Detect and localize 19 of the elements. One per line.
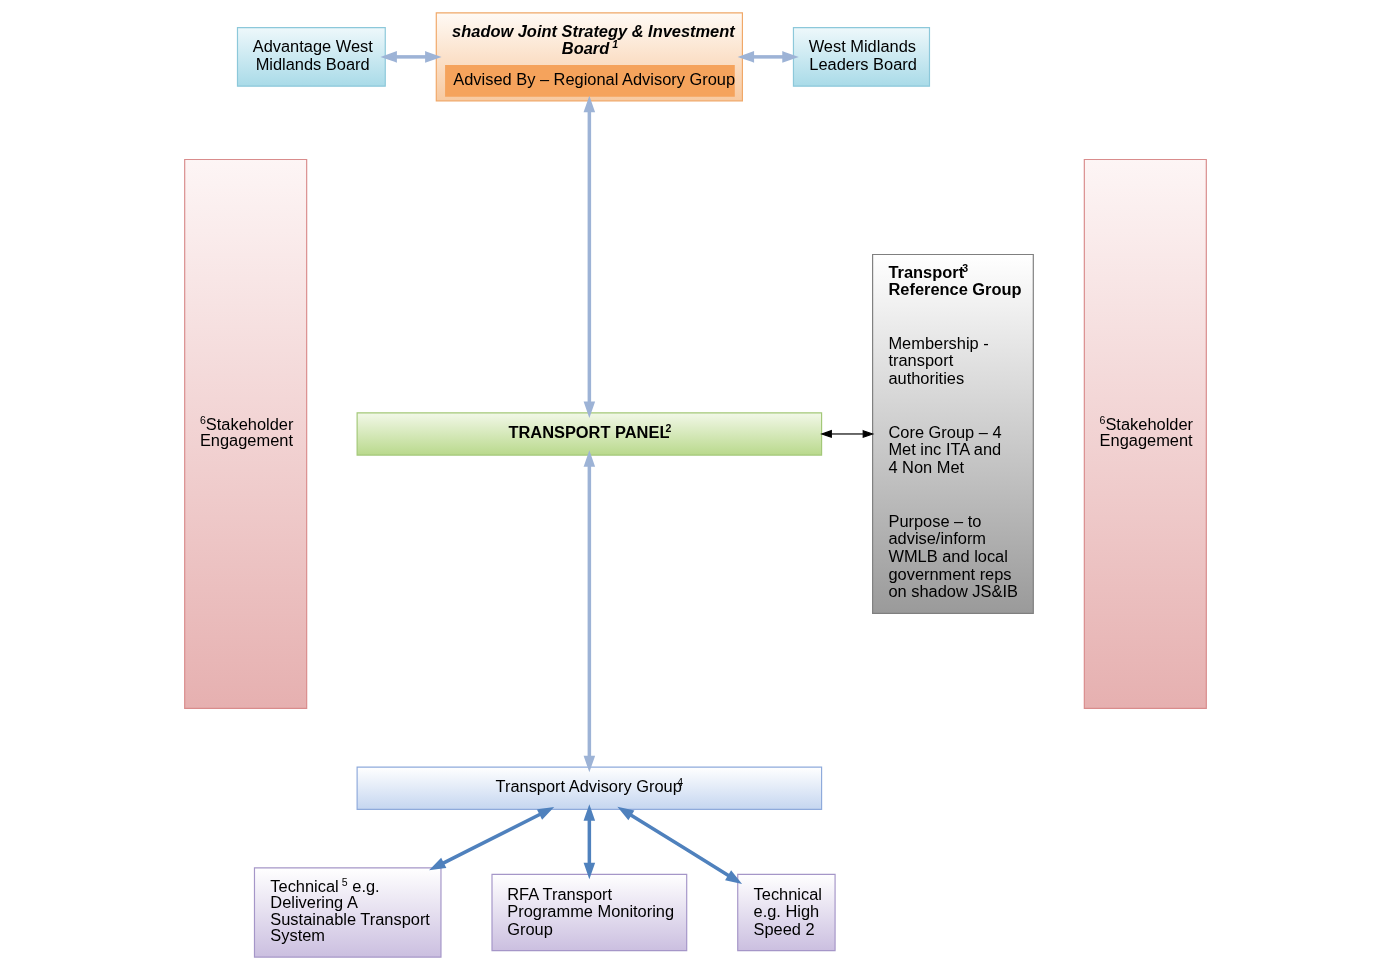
node-box: West Midlands Leaders Board — [792, 26, 930, 87]
node-box: Advantage West Midlands Board — [236, 26, 386, 87]
node-box: Technical e.g. High Speed 2 — [736, 873, 836, 952]
node-box: $^{6}$Stakeholder Engagement — [1083, 158, 1207, 710]
node-box: RFA Transport Programme Monitoring Group — [490, 873, 687, 952]
arrow — [583, 95, 595, 419]
node-box: Transport Advisory Group$^{4}$ — [356, 766, 822, 810]
arrow — [428, 807, 554, 871]
arrow — [583, 804, 595, 880]
node-box: Technical $^{5}$ e.g. Delivering A Sustainable Transport System — [253, 867, 442, 958]
arrow — [583, 450, 595, 773]
node-box: TRANSPORT PANEL$^{2}$ — [356, 412, 822, 456]
arrow — [616, 806, 742, 884]
node-box: $^{6}$Stakeholder Engagement — [183, 158, 307, 710]
arrow — [379, 51, 442, 63]
node-box: shadow Joint Strategy & Investment Board $^{1}$ Advised By – Regional Advisory Group — [435, 12, 743, 102]
node-box: Transport$^{3}$ Reference Group Membership - transport authorities Core Group – 4 Met inc ITA and 4 Non Met Purpose – to advise/inform WMLB and local government reps on shadow JS&IB — [871, 253, 1034, 615]
arrow — [737, 51, 799, 63]
arrow — [819, 429, 874, 439]
